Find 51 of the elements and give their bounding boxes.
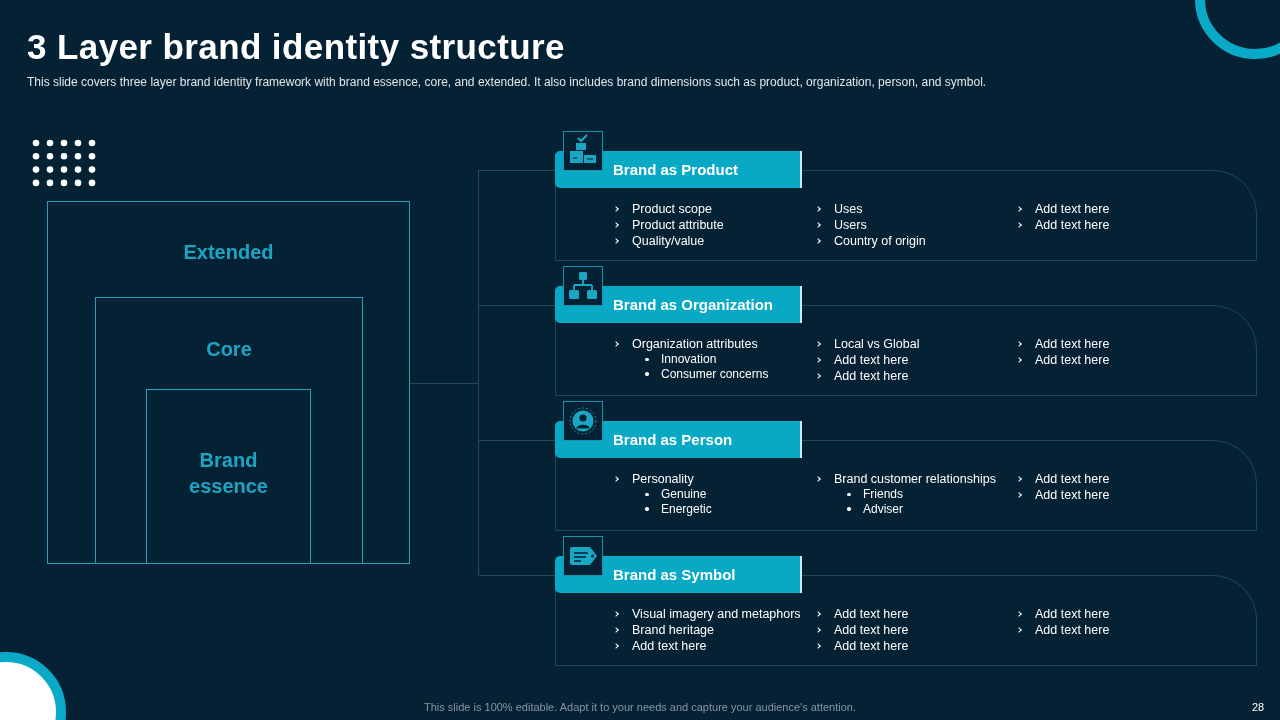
bullet-text: Product attribute [614,217,724,233]
layer-box [95,297,363,564]
bullet-text: Add text here [816,622,909,638]
connector-line [409,383,556,576]
layer-box [146,389,311,564]
bullet-text: Uses [816,201,863,217]
bullet-text: Product scope [614,201,712,217]
sub-bullet-text: Genuine [645,487,707,502]
category-panel [555,131,1257,261]
bullet-text: Brand customer relationships [816,471,996,487]
bullet-text: Visual imagery and metaphors [614,606,801,622]
bullet-text: Add text here [1017,622,1110,638]
sub-bullet-text: Energetic [645,501,712,516]
bullet-text: Local vs Global [816,336,920,352]
bullet-text: Users [816,217,867,233]
bullet-text: Add text here [1017,217,1110,233]
panel-heading: Brand as Person [555,421,802,458]
footer-note: This slide is 100% editable. Adapt it to your needs and capture your audience's attention. [424,700,856,714]
bullet-text: Brand heritage [614,622,714,638]
bullet-text: Add text here [1017,606,1110,622]
category-panel [555,536,1257,666]
sub-bullet-text: Consumer concerns [645,366,769,381]
bullet-text: Add text here [1017,201,1110,217]
layer-label: Core [206,337,252,362]
category-panel [555,401,1257,531]
panel-heading: Brand as Product [555,151,802,188]
bullet-text: Quality/value [614,233,705,249]
subtitle-text: This slide covers three layer brand identity framework with brand essence, core, and extended. It also includes brand dimensions such as product, organization, person, and symbol. [27,75,987,89]
panel-heading: Brand as Symbol [555,556,802,593]
bullet-text: Country of origin [816,233,926,249]
sub-bullet-text: Adviser [847,501,903,516]
layer-label: Brand essence [189,448,268,499]
layer-box [47,201,410,564]
category-panel [555,266,1257,396]
bullet-text: Add text here [1017,336,1110,352]
bullet-text: Personality [614,471,694,487]
layer-label: Extended [183,240,274,265]
slide-title: 3 Layer brand identity structure [27,27,565,67]
panel-heading: Brand as Organization [555,286,802,323]
bullet-text: Add text here [1017,352,1110,368]
bullet-text: Add text here [1017,487,1110,503]
bullet-text: Add text here [816,352,909,368]
bullet-text: Add text here [816,638,909,654]
bullet-text: Organization attributes [614,336,758,352]
sub-bullet-text: Innovation [645,352,717,367]
page-number: 28 [1252,700,1265,714]
bullet-text: Add text here [816,368,909,384]
bullet-text: Add text here [816,606,909,622]
bullet-text: Add text here [614,638,707,654]
sub-bullet-text: Friends [847,487,903,502]
bullet-text: Add text here [1017,471,1110,487]
